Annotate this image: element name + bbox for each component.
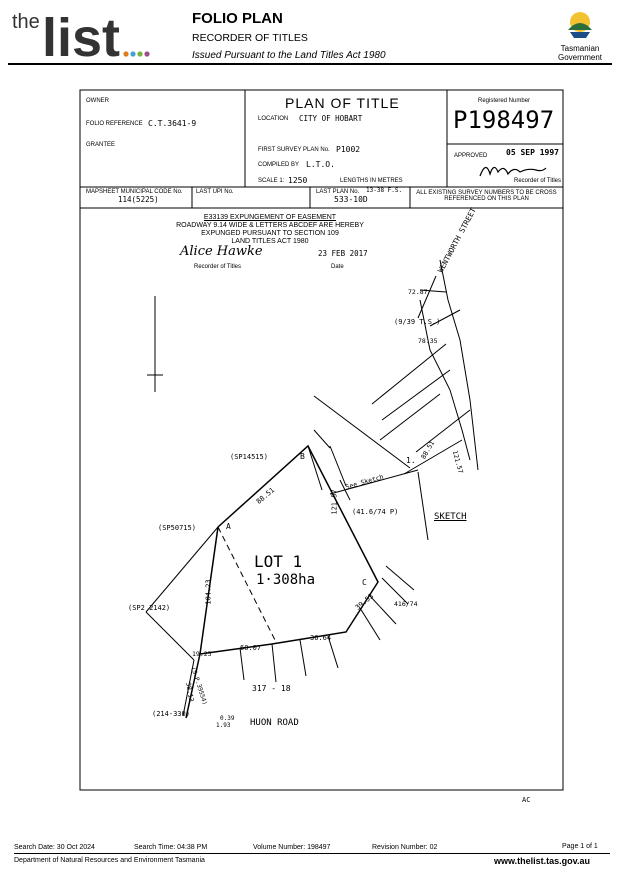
last-plan-note: 13-38 F.S.	[366, 187, 403, 194]
initials: AC	[522, 796, 531, 804]
dim-121-57-a: 121.57	[330, 489, 339, 515]
label-214330: (214-330)	[152, 710, 190, 718]
compiled-label: COMPILED BY	[258, 162, 300, 168]
volume-number: Volume Number: 198497	[253, 844, 331, 851]
recorder-label: Recorder of Titles	[514, 178, 562, 184]
dim-72-87: 72.87	[408, 288, 428, 296]
first-survey-value: P1002	[336, 145, 361, 154]
folio-value: C.T.3641-9	[148, 119, 197, 128]
svg-text:the: the	[12, 11, 40, 33]
issued-text: Issued Pursuant to the Land Titles Act 1…	[192, 50, 386, 61]
recorder-signature-icon	[478, 158, 548, 180]
dim-0-39: 0.39	[220, 715, 235, 722]
mapsheet-value: 114(5225)	[118, 195, 159, 204]
location-value: CITY OF HOBART	[299, 114, 363, 123]
page-subtitle: RECORDER OF TITLES	[192, 32, 308, 44]
point-a: A	[226, 522, 231, 531]
dim-78-35: 78.35	[418, 337, 438, 345]
exp-date-label: Date	[331, 264, 344, 270]
sketch-label: SKETCH	[434, 512, 467, 522]
page-title: FOLIO PLAN	[192, 10, 283, 27]
lot-label: LOT 1	[254, 552, 303, 571]
dim-19-25: 19.25	[192, 650, 212, 658]
label-9-39: (9/39 T.S.)	[394, 318, 441, 326]
exp-date: 23 FEB 2017	[318, 249, 368, 258]
last-plan-value: 533-10D	[334, 195, 368, 204]
first-survey-label: FIRST SURVEY PLAN No.	[258, 147, 330, 153]
compiled-value: L.T.O.	[306, 160, 335, 169]
lengths-label: LENGTHS IN METRES	[340, 178, 403, 184]
exp-recorder: Recorder of Titles	[194, 264, 242, 270]
thelist-logo: the list	[12, 4, 152, 68]
label-sp22142: (SP2 2142)	[128, 604, 171, 612]
location-label: LOCATION	[258, 116, 289, 122]
dim-36-64: 36.64	[310, 634, 332, 642]
expungement-note: E33139 EXPUNGEMENT OF EASEMENT ROADWAY 9…	[176, 214, 364, 245]
point-b: B	[300, 452, 305, 461]
lot-area: 1·308ha	[256, 572, 316, 588]
department: Department of Natural Resources and Envi…	[14, 857, 205, 864]
plan-of-title: PLAN OF TITLE	[285, 95, 400, 111]
tas-gov-text: Tasmanian Government	[557, 44, 603, 62]
page-count: Page 1 of 1	[562, 843, 598, 850]
last-plan-label: LAST PLAN No.	[316, 189, 360, 195]
point-one: 1.	[406, 456, 416, 465]
tas-gov-emblem-icon	[562, 8, 598, 42]
approved-label: APPROVED	[454, 153, 488, 159]
mapsheet-label: MAPSHEET MUNICIPAL CODE No.	[86, 189, 183, 195]
header-rule	[8, 63, 612, 65]
label-sp50715: (SP50715)	[158, 524, 196, 532]
dim-317-18: 317 - 18	[252, 684, 291, 693]
scale-value: 1250	[288, 176, 308, 185]
point-c: C	[362, 578, 367, 587]
registered-label: Registered Number	[478, 98, 531, 104]
last-upi-label: LAST UPI No.	[196, 189, 234, 195]
grantee-label: GRANTEE	[86, 142, 116, 148]
folio-label: FOLIO REFERENCE	[86, 121, 143, 127]
owner-label: OWNER	[86, 98, 109, 104]
label-416-74-a: (41.6/74 P)	[352, 508, 399, 516]
search-date: Search Date: 30 Oct 2024	[14, 844, 95, 851]
website-link[interactable]: www.thelist.tas.gov.au	[494, 856, 591, 866]
search-time: Search Time: 04:38 PM	[134, 844, 208, 851]
footer-rule	[14, 853, 610, 854]
dim-1-93: 1.93	[216, 722, 231, 729]
revision-number: Revision Number: 02	[372, 844, 438, 851]
label-sp14515: (SP14515)	[230, 453, 268, 461]
cross-ref-note: ALL EXISTING SURVEY NUMBERS TO BE CROSS …	[416, 190, 557, 202]
dim-104-23: 104.23	[204, 579, 213, 605]
scale-label: SCALE 1:	[258, 178, 285, 184]
svg-text:list: list	[42, 8, 120, 60]
signature: Alice Hawke	[180, 244, 263, 259]
road-name: HUON ROAD	[250, 718, 299, 728]
label-416-74-b: 416/74	[394, 600, 418, 608]
approved-date: 05 SEP 1997	[506, 148, 559, 157]
registered-value: P198497	[453, 106, 555, 134]
dim-60-07: 60.07	[240, 644, 262, 652]
